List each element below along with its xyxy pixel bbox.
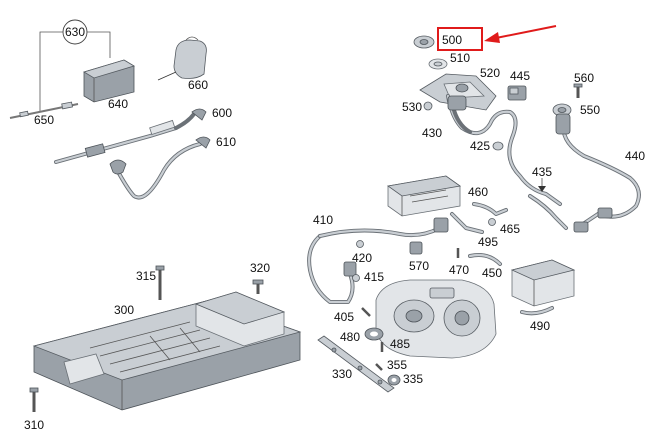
callout-310: 310 bbox=[24, 418, 44, 432]
callout-495: 495 bbox=[478, 235, 498, 249]
callout-480: 480 bbox=[340, 330, 360, 344]
part-425-grommet[interactable] bbox=[492, 141, 504, 151]
callout-470: 470 bbox=[449, 263, 469, 277]
callout-355: 355 bbox=[387, 358, 407, 372]
callout-330: 330 bbox=[332, 367, 352, 381]
part-660-pouch[interactable] bbox=[173, 36, 207, 79]
callout-490: 490 bbox=[530, 319, 550, 333]
part-450-line[interactable] bbox=[468, 253, 502, 266]
callout-510: 510 bbox=[450, 51, 470, 65]
part-495-bracket[interactable] bbox=[450, 212, 484, 234]
part-490-hose[interactable] bbox=[520, 306, 554, 316]
part-300-battery-pack[interactable] bbox=[32, 291, 302, 411]
highlight-box-500 bbox=[437, 27, 483, 51]
part-520-frame[interactable] bbox=[419, 73, 497, 111]
part-465-clip[interactable] bbox=[488, 218, 496, 226]
callout-425: 425 bbox=[470, 139, 490, 153]
part-330-bar[interactable] bbox=[317, 335, 395, 393]
callout-450: 450 bbox=[482, 266, 502, 280]
callout-405: 405 bbox=[334, 310, 354, 324]
part-650-cable[interactable] bbox=[9, 101, 79, 119]
part-570-connector[interactable] bbox=[409, 241, 423, 255]
part-335-mount[interactable] bbox=[387, 374, 401, 386]
part-320-bolt[interactable] bbox=[252, 279, 264, 294]
callout-320: 320 bbox=[250, 261, 270, 275]
part-530-nut[interactable] bbox=[423, 101, 433, 111]
part-480-bracket[interactable] bbox=[364, 327, 384, 341]
callout-600: 600 bbox=[212, 106, 232, 120]
part-435-connector[interactable] bbox=[528, 178, 568, 230]
electric-drive-unit[interactable] bbox=[375, 279, 497, 359]
part-500-cover[interactable] bbox=[413, 35, 435, 49]
callout-550: 550 bbox=[580, 103, 600, 117]
callout-485: 485 bbox=[390, 337, 410, 351]
callout-610: 610 bbox=[216, 135, 236, 149]
charging-kit-group: 630 640 660 650 bbox=[9, 19, 236, 200]
part-550-socket[interactable] bbox=[552, 103, 572, 117]
callout-335: 335 bbox=[403, 372, 423, 386]
callout-560: 560 bbox=[574, 71, 594, 85]
part-420-clip[interactable] bbox=[356, 240, 364, 248]
part-430-harness[interactable] bbox=[446, 94, 562, 206]
callout-460: 460 bbox=[468, 185, 488, 199]
callout-570: 570 bbox=[409, 259, 429, 273]
callout-630: 630 bbox=[65, 25, 85, 39]
highlight-arrow bbox=[484, 25, 557, 43]
part-405-bolt[interactable] bbox=[361, 307, 371, 317]
callout-500: 500 bbox=[442, 33, 462, 47]
part-315-bolt[interactable] bbox=[155, 265, 165, 300]
part-510-seal[interactable] bbox=[428, 58, 448, 70]
part-600-charging-cable[interactable] bbox=[54, 108, 207, 164]
callout-315: 315 bbox=[136, 269, 156, 283]
part-355-bolt[interactable] bbox=[375, 363, 383, 371]
callout-420: 420 bbox=[352, 251, 372, 265]
callout-440: 440 bbox=[625, 149, 645, 163]
part-410-harness[interactable] bbox=[307, 217, 449, 304]
callout-660: 660 bbox=[188, 78, 208, 92]
callout-410: 410 bbox=[313, 213, 333, 227]
part-640-bag[interactable] bbox=[83, 59, 135, 103]
part-560-bolt[interactable] bbox=[573, 83, 583, 98]
part-445-actuator[interactable] bbox=[507, 85, 527, 101]
callout-640: 640 bbox=[108, 97, 128, 111]
part-415-clip[interactable] bbox=[352, 274, 360, 282]
callout-435: 435 bbox=[532, 165, 552, 179]
callout-415: 415 bbox=[364, 270, 384, 284]
callout-650: 650 bbox=[34, 113, 54, 127]
part-440-harness[interactable] bbox=[555, 113, 641, 233]
callout-520: 520 bbox=[480, 66, 500, 80]
callout-430: 430 bbox=[422, 126, 442, 140]
part-charger-box[interactable] bbox=[510, 259, 576, 307]
control-module-part[interactable] bbox=[386, 175, 462, 217]
callout-465: 465 bbox=[500, 222, 520, 236]
charging-socket-group: 500 510 520 530 445 bbox=[402, 25, 645, 233]
callout-530: 530 bbox=[402, 100, 422, 114]
callout-445: 445 bbox=[510, 69, 530, 83]
part-460-hose[interactable] bbox=[472, 202, 508, 216]
part-310-bolt[interactable] bbox=[29, 387, 39, 412]
callout-300: 300 bbox=[114, 303, 134, 317]
part-610-charging-cable[interactable] bbox=[109, 136, 211, 200]
